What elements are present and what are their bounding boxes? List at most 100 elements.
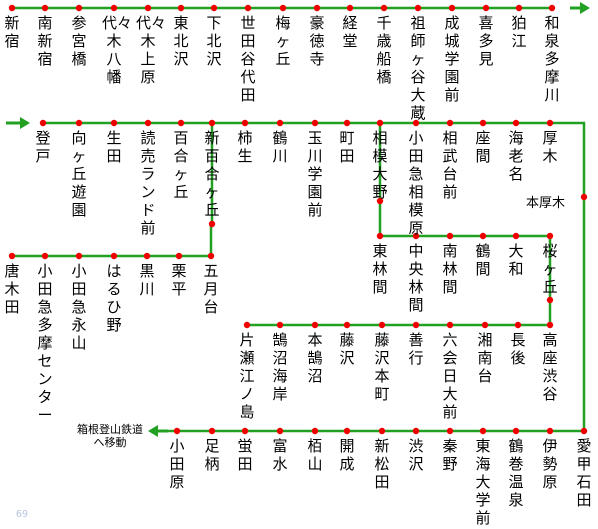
continue-arrow-row2-head [20, 117, 30, 129]
station-dot [412, 119, 420, 127]
station-name: 渋沢 [408, 437, 424, 473]
station-dot [241, 427, 249, 435]
station-name: 柿生 [237, 129, 253, 165]
station-dot [41, 4, 49, 12]
station-dot [546, 321, 554, 329]
station-name: 座間 [475, 129, 491, 165]
station-name: 湘南台 [477, 331, 493, 385]
station-dot [243, 321, 251, 329]
station-dot [481, 321, 489, 329]
station-dot [143, 252, 151, 260]
station-dot [343, 427, 351, 435]
hon-atsugi-label: 本厚木 [526, 196, 566, 211]
station-dot [448, 4, 456, 12]
station-name: 豪徳寺 [309, 14, 325, 68]
station-name: 世田谷代田 [240, 14, 256, 104]
station-dot [546, 119, 554, 127]
junction-dot [546, 296, 554, 304]
station-name: 本鵠沼 [307, 331, 323, 385]
station-name: 秦野 [442, 437, 458, 473]
station-dot [446, 232, 454, 240]
station-dot [276, 119, 284, 127]
station-name: 百合ヶ丘 [173, 129, 189, 201]
station-dot [479, 427, 487, 435]
station-dot [446, 427, 454, 435]
station-name: 小田原 [169, 437, 185, 491]
station-name: 高座渋谷 [542, 331, 558, 403]
station-name: 善行 [408, 331, 424, 367]
station-dot [546, 232, 554, 240]
station-dot [479, 232, 487, 240]
station-name: 南林間 [442, 242, 458, 296]
hakone-transfer-line2: へ移動 [93, 436, 127, 449]
station-dot [376, 119, 384, 127]
station-dot [311, 321, 319, 329]
station-dot [208, 427, 216, 435]
station-name: 相武台前 [442, 129, 458, 201]
station-name: 六会日大前 [442, 331, 458, 421]
station-dot [41, 252, 49, 260]
station-name: 喜多見 [478, 14, 494, 68]
station-name: 片瀬江ノ島 [239, 331, 255, 421]
junction-dot [208, 220, 216, 228]
hon-atsugi-dot [580, 193, 588, 201]
station-name: 伊勢原 [542, 437, 558, 491]
station-name: 厚木 [542, 129, 558, 165]
station-name: 向ヶ丘遊園 [71, 129, 87, 219]
station-name: 足柄 [204, 437, 220, 473]
station-name: 唐木田 [4, 262, 20, 316]
station-name: 東林間 [372, 242, 388, 296]
station-name: 和泉多摩川 [544, 14, 560, 104]
station-dot [414, 4, 422, 12]
station-dot [39, 119, 47, 127]
hakone-transfer-note[interactable]: 箱根登山鉄道 へ移動 [66, 423, 154, 449]
station-dot [75, 4, 83, 12]
station-dot [311, 119, 319, 127]
station-name: 富水 [272, 437, 288, 473]
hakone-transfer-line1: 箱根登山鉄道 [77, 423, 143, 436]
station-dot [412, 321, 420, 329]
station-name: 経堂 [342, 14, 358, 50]
station-dot [210, 4, 218, 12]
station-dot [175, 252, 183, 260]
station-name: 蛍田 [237, 437, 253, 473]
station-name: 登戸 [35, 129, 51, 165]
station-name: 鶴川 [272, 129, 288, 165]
station-dot [144, 119, 152, 127]
station-name: 下北沢 [206, 14, 222, 68]
station-dot [177, 4, 185, 12]
station-dot [207, 252, 215, 260]
station-dot [479, 119, 487, 127]
station-name: 栢山 [307, 437, 323, 473]
station-name: 代々木八幡 [102, 14, 133, 86]
station-name: 開成 [339, 437, 355, 473]
station-dot [515, 4, 523, 12]
station-dot [514, 321, 522, 329]
station-name: 栗平 [171, 262, 187, 298]
station-dot [8, 252, 16, 260]
station-dot [346, 4, 354, 12]
station-dot [412, 427, 420, 435]
station-name: 小田急永山 [71, 262, 87, 352]
station-name: 祖師ヶ谷大蔵 [410, 14, 426, 122]
continue-arrow-row1-head [580, 2, 590, 14]
station-dot [512, 119, 520, 127]
station-name: 黒川 [139, 262, 155, 298]
station-name: 東海大学前 [475, 437, 491, 527]
station-dot [376, 232, 384, 240]
station-dot [244, 4, 252, 12]
station-name: 藤沢 [339, 331, 355, 367]
station-dot [343, 321, 351, 329]
station-dot [512, 232, 520, 240]
station-name: 千歳船橋 [376, 14, 392, 86]
station-name: 鶴間 [475, 242, 491, 278]
station-name: 新松田 [374, 437, 390, 491]
station-dot [110, 119, 118, 127]
station-dot [208, 119, 216, 127]
station-name: 東北沢 [173, 14, 189, 68]
station-dot [144, 4, 152, 12]
station-name: 小田急多摩センター [37, 262, 53, 424]
hakone-arrow-head [148, 425, 158, 437]
station-dot [110, 4, 118, 12]
